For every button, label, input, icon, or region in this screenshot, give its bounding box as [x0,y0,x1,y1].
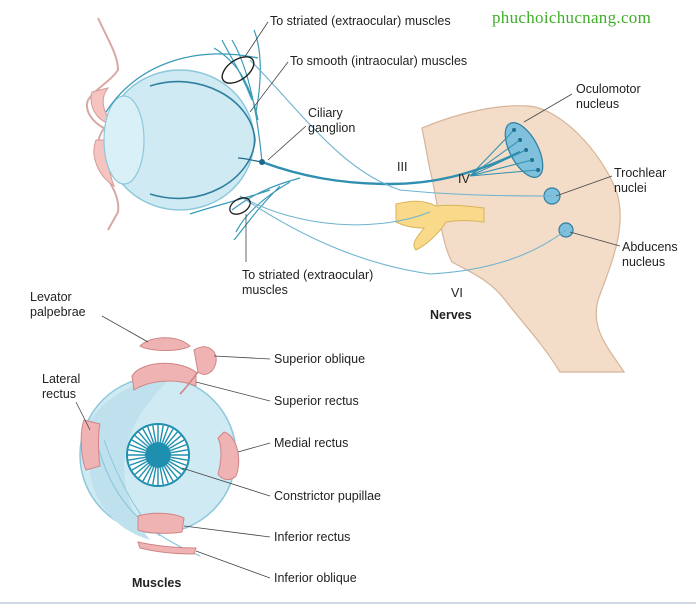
pupil-spoke [138,464,151,479]
label-superior-rectus: Superior rectus [274,394,359,408]
muscle-leaders [75,315,271,579]
pupil-spoke [142,428,153,445]
pupil-spoke [163,428,174,445]
label-inferior-oblique: Inferior oblique [274,571,357,585]
pupil-spoke [128,449,146,454]
pupil-spoke [129,458,147,466]
nerve-vi-path [239,195,567,275]
crus-structure [395,200,485,251]
label-superior-oblique: Superior oblique [274,352,366,366]
watermark: phuchoichucnang.com [492,8,652,27]
bottom-divider [0,602,696,604]
label-nerve-iii: III [397,160,408,174]
superior-branch [213,29,263,163]
retina-line [149,80,256,200]
nerves-panel [86,17,626,373]
label-lateral-rectus: Lateral rectus [42,372,81,401]
label-nerve-vi: VI [451,286,463,300]
label-inferior-rectus: Inferior rectus [274,530,351,544]
pupil-spoke [168,439,185,450]
bottom-bundle-ring [229,197,251,215]
pupil-inner [145,442,171,468]
medial-rectus-shape [217,431,240,481]
eye-top-arc [105,53,259,113]
inferior-oblique-shape [137,541,197,555]
lateral-rectus-shape [80,419,101,471]
pupil-spoke [167,462,182,475]
pupil-spoke [131,460,148,471]
pupil-spoke [163,465,174,482]
muscles-title: Muscles [132,576,182,590]
nerve-iv-path [249,59,553,197]
label-constrictor-pupillae: Constrictor pupillae [274,489,381,503]
label-to-striated-bottom: To striated (extraocular) muscles [242,268,374,297]
pupil-spoke [169,444,187,452]
pupil-spoke [152,467,157,485]
nerves-title: Nerves [430,308,472,322]
constrictor-spokes [128,425,188,485]
nerve-leaders [243,21,621,262]
pupil-spoke [152,425,157,443]
label-abducens-nucleus: Abducens nucleus [622,240,678,269]
pupil-spoke [167,435,182,448]
label-to-smooth: To smooth (intraocular) muscles [290,54,468,68]
pupil-spoke [161,466,169,484]
pupil-spoke [165,464,178,479]
inferior-rectus-shape [137,512,185,534]
muscles-panel [75,315,271,579]
superior-oblique-shape [193,346,217,375]
levator-palpebrae-shape [139,337,191,351]
pupil-spoke [128,456,146,461]
label-trochlear-nuclei: Trochlear nuclei [614,166,667,195]
pupil-spoke [134,462,149,475]
pupil-spoke [147,466,155,484]
label-to-striated-top: To striated (extraocular) muscles [270,14,451,28]
cornea [103,95,145,185]
label-medial-rectus: Medial rectus [274,436,349,450]
pupil-spoke [159,425,164,443]
label-levator-palpebrae: Levator palpebrae [30,290,86,319]
superior-rectus-shape [131,362,197,391]
label-ciliary-ganglion: Ciliary ganglion [308,106,356,135]
pupil-spoke [138,431,151,446]
pupil-spoke [129,444,147,452]
pupil-spoke [161,426,169,444]
label-oculomotor-nucleus: Oculomotor nucleus [576,82,641,111]
pupil-spoke [168,460,185,471]
pupil-spoke [170,456,188,461]
label-nerve-iv: IV [458,172,470,186]
pupil-spoke [134,435,149,448]
pupil-spoke [131,439,148,450]
inferior-branch [189,177,301,241]
pupil-spoke [159,467,164,485]
pupil-spoke [169,458,187,466]
pupil-spoke [165,431,178,446]
pupil-spoke [147,426,155,444]
top-bundle-ring [221,56,255,84]
pupil-spoke [170,449,188,454]
pupil-spoke [142,465,153,482]
